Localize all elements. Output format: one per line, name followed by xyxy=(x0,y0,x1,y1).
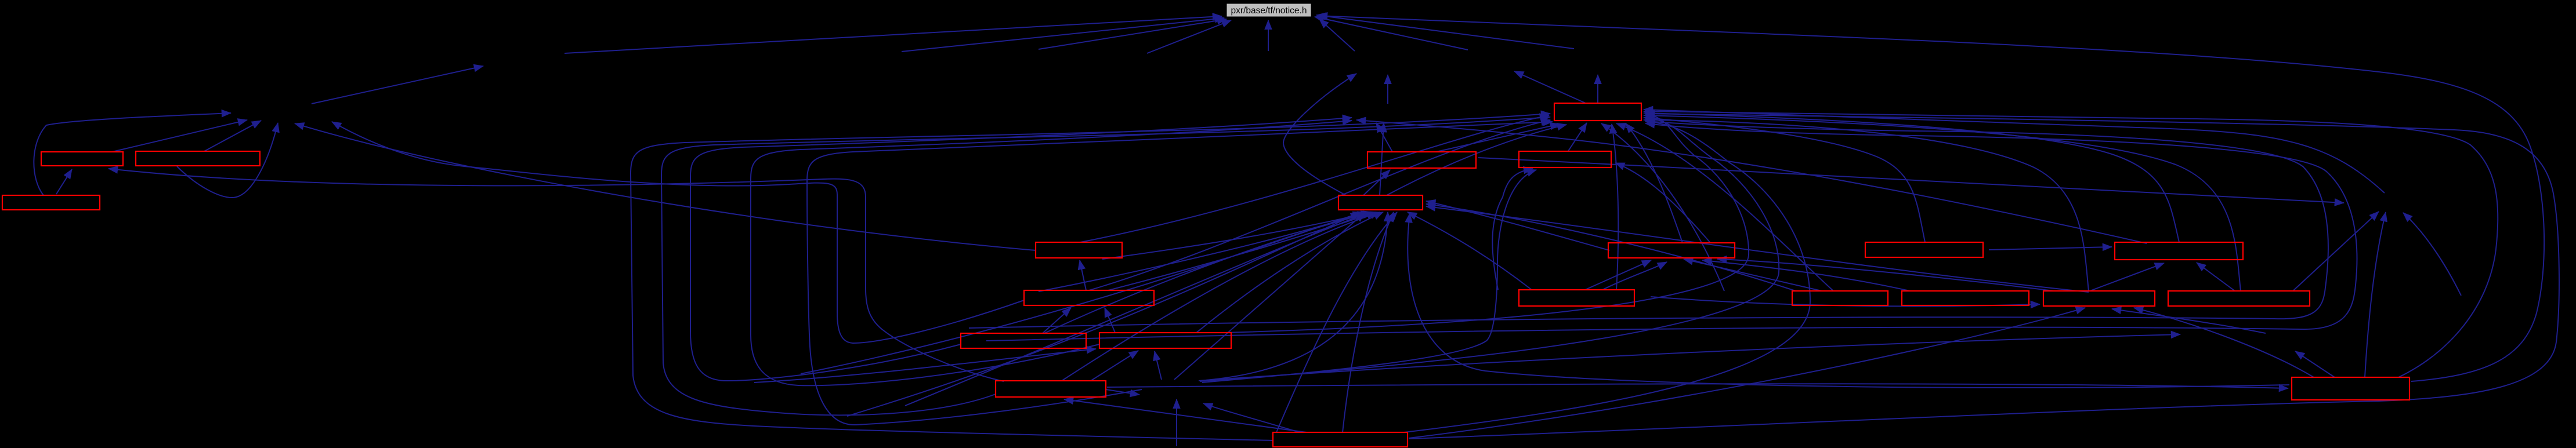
svg-text:pxr/base/tf/notice.h: pxr/base/tf/notice.h xyxy=(1231,6,1307,16)
